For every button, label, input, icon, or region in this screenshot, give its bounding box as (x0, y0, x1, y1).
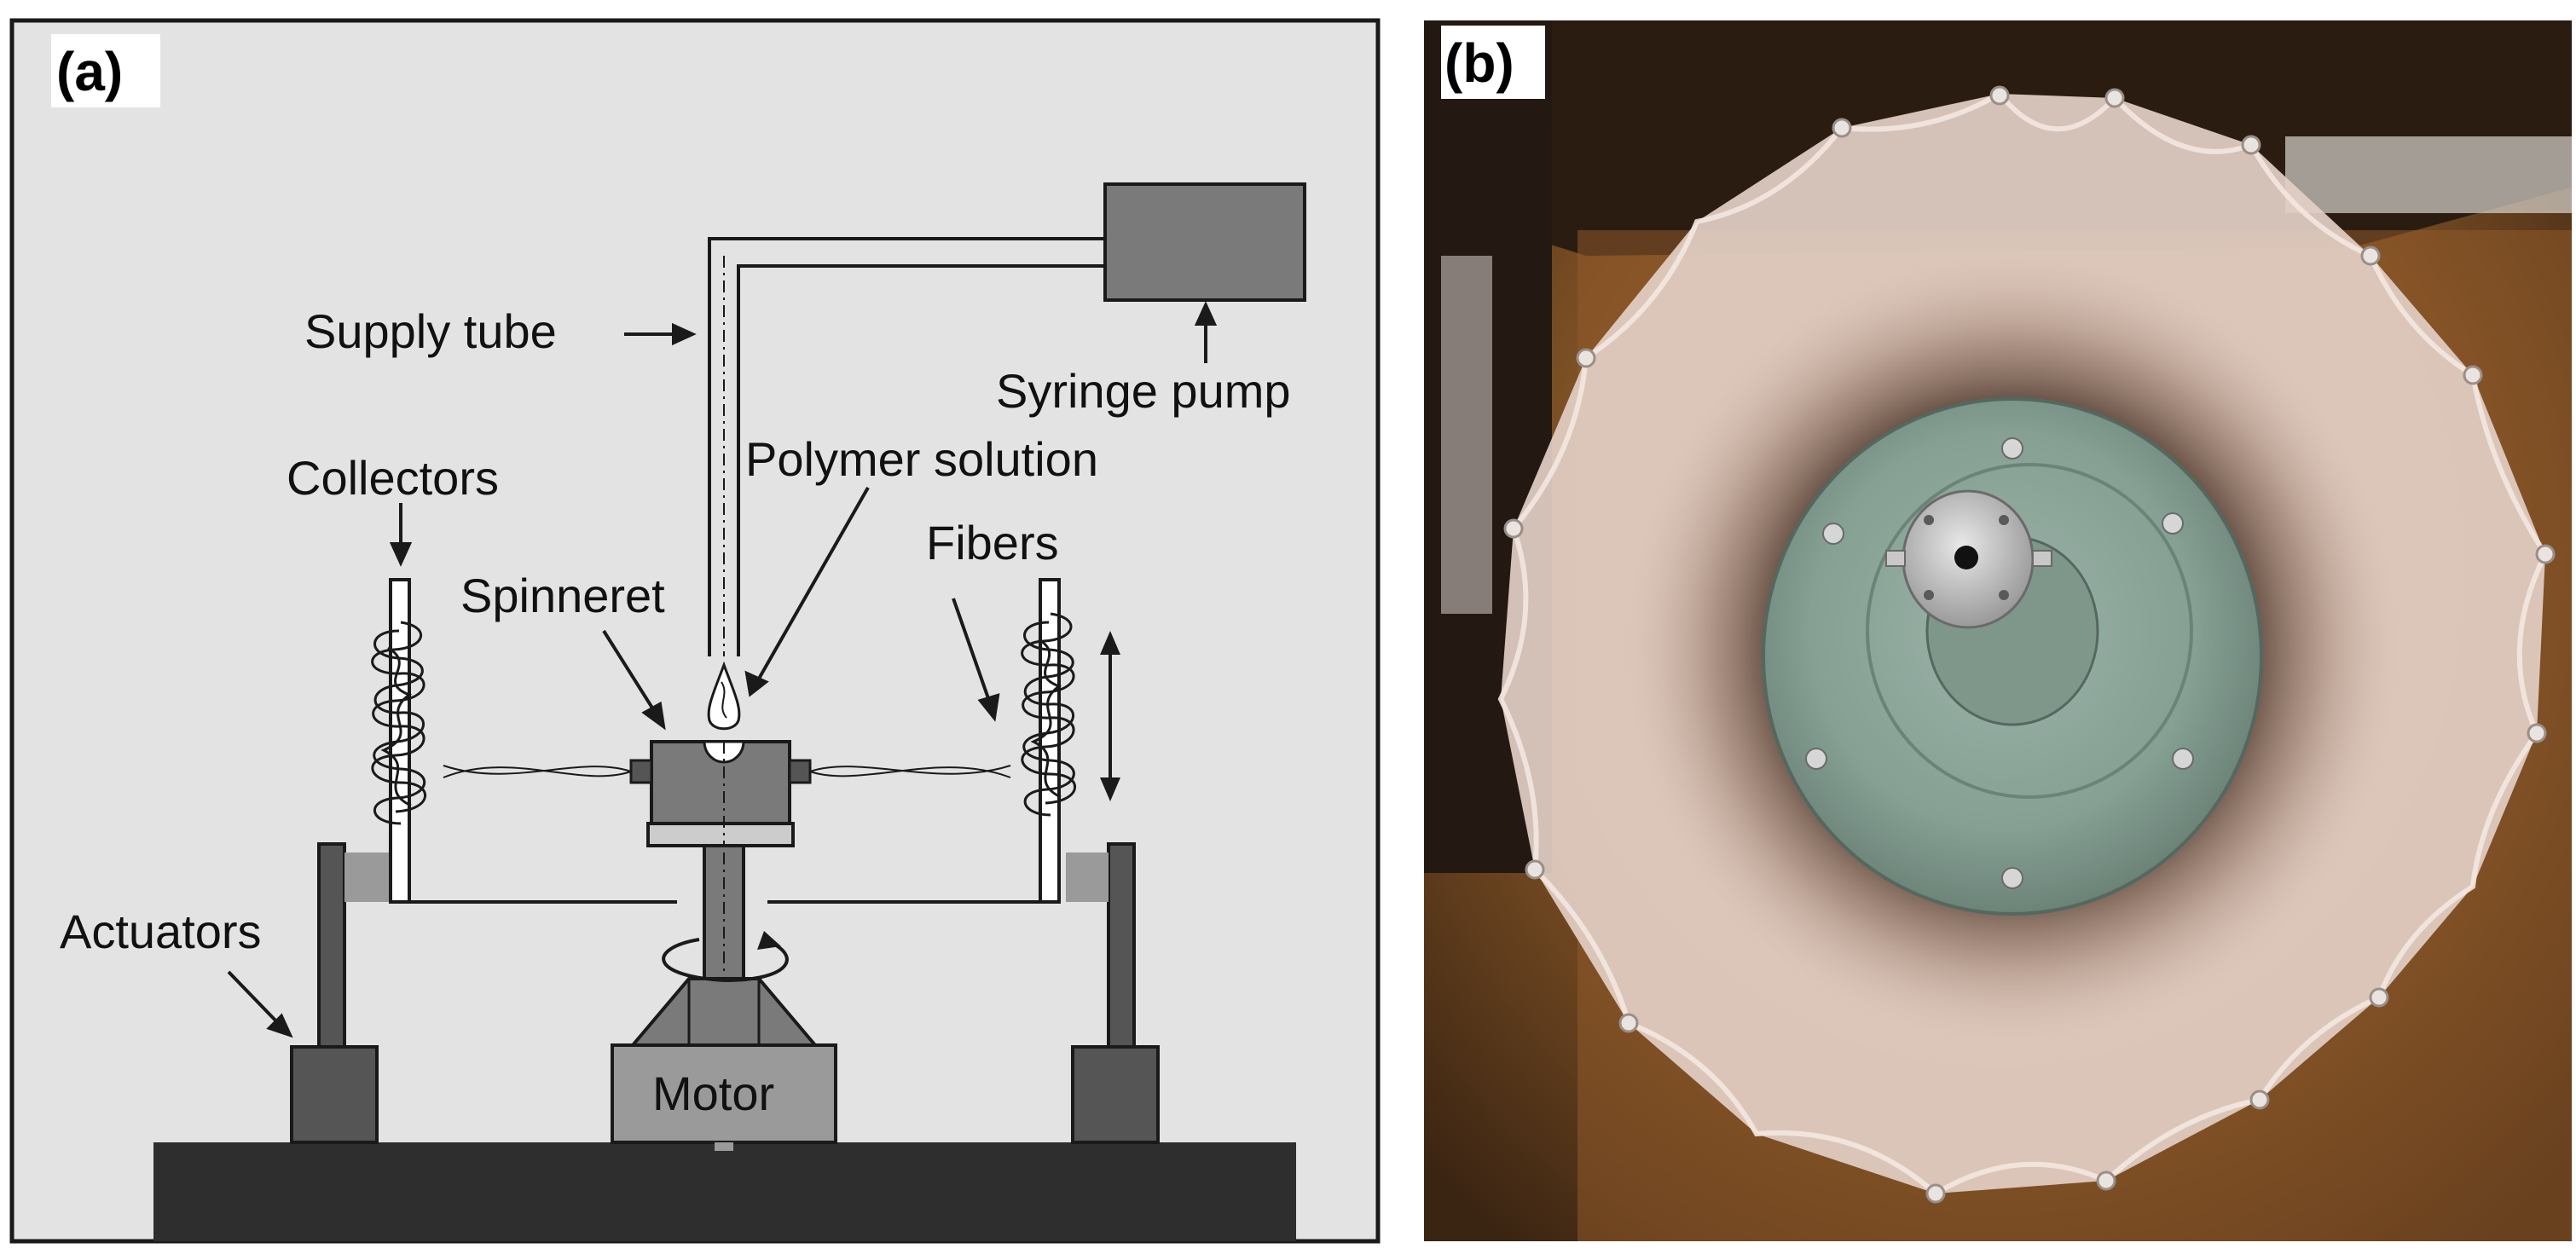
supply-tube (708, 237, 1105, 656)
panel-a-schematic: (a) Motor (9, 18, 1381, 1244)
actuators-label: Actuators (60, 905, 262, 958)
syringe-pump (1103, 182, 1306, 302)
panel-b-tag: (b) (1444, 32, 1514, 94)
collector-pins (1503, 85, 2556, 1204)
frame-left-light (1441, 256, 1492, 614)
spinneret-label: Spinneret (460, 569, 665, 622)
right-collector-bar (1039, 578, 1061, 904)
motor (611, 977, 837, 1151)
rotation-arrowhead (757, 931, 781, 950)
fibers-label: Fibers (926, 516, 1059, 569)
hub-screws (1924, 515, 2009, 600)
turntable-inner-ring (1866, 463, 2193, 799)
panel-a-tag: (a) (56, 41, 123, 102)
right-fiber-jet (809, 765, 1011, 778)
panel-b-photo: (b) (1424, 20, 2572, 1241)
cloth-top-right (2285, 136, 2572, 213)
left-fiber-coil (371, 621, 427, 825)
annotation-arrows (227, 301, 1218, 1038)
panel-a-tag-bg (51, 34, 160, 107)
hub-nozzle-right (2032, 550, 2052, 567)
left-fiber-jet (443, 765, 632, 778)
left-actuator (290, 842, 396, 1144)
panel-b-tag-bg (1441, 26, 1545, 99)
collector-motion-arrow (1100, 631, 1120, 801)
motor-label: Motor (652, 1066, 774, 1120)
rotation-arrow (662, 938, 789, 983)
polymer-solution-label: Polymer solution (745, 432, 1098, 486)
spinneret (629, 740, 812, 847)
turntable-bolts (1805, 437, 2194, 889)
right-actuator (1066, 842, 1160, 1144)
right-fiber-coil (1021, 612, 1077, 817)
hub-nozzle-left (1885, 550, 1906, 567)
supply-tube-label: Supply tube (304, 304, 557, 358)
syringe-pump-label: Syringe pump (996, 364, 1291, 418)
collectors-label: Collectors (287, 451, 499, 505)
base-platform (153, 1142, 1296, 1241)
hub-center-hole (1954, 546, 1978, 569)
